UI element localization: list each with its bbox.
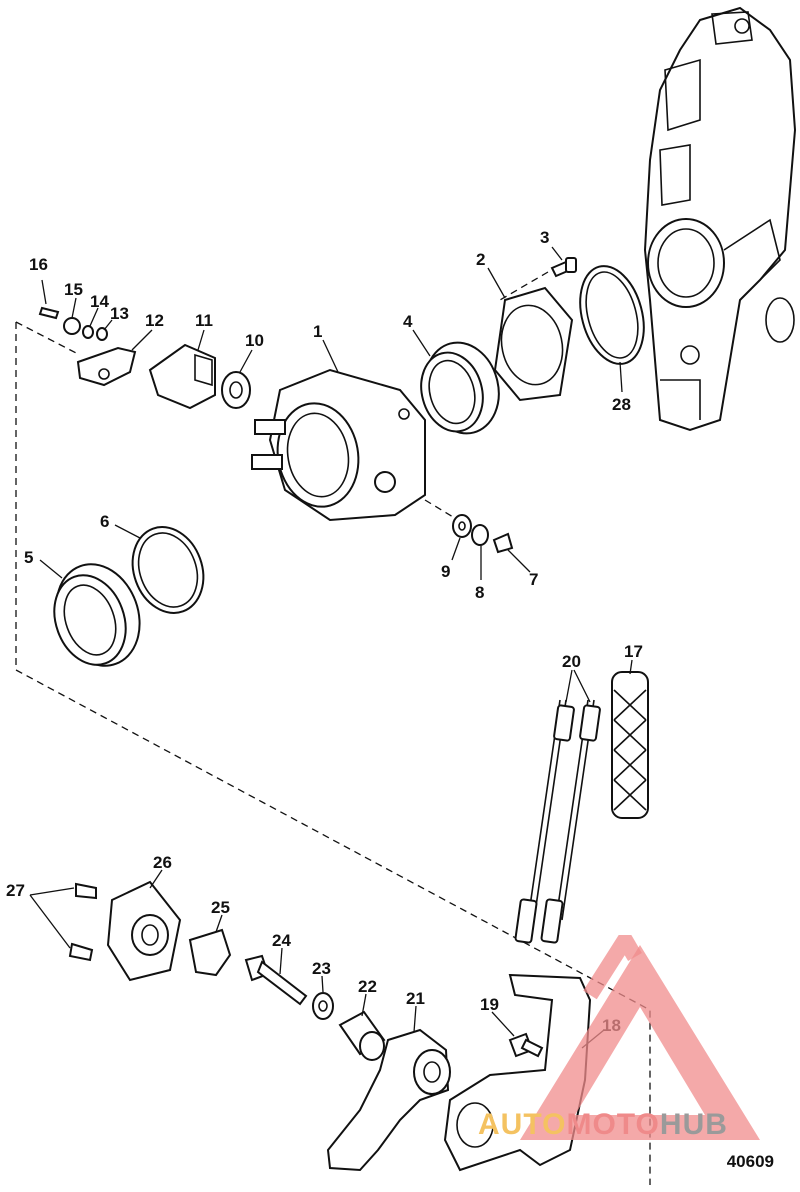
parts-13-16-hardware — [15, 279, 113, 356]
part-12-lever — [76, 329, 153, 387]
callout-20: 20 — [562, 652, 581, 671]
callout-8: 8 — [475, 583, 484, 602]
part-21-throttle-lever — [326, 1005, 451, 1172]
callout-13: 13 — [110, 304, 129, 323]
callout-25: 25 — [211, 898, 230, 917]
callout-2: 2 — [476, 250, 485, 269]
callout-19: 19 — [480, 995, 499, 1014]
callout-21: 21 — [406, 989, 425, 1008]
callout-24: 24 — [272, 931, 291, 950]
part-17-sleeve — [611, 659, 649, 819]
intake-manifold — [643, 6, 797, 432]
callout-22: 22 — [358, 977, 377, 996]
callout-28: 28 — [612, 395, 631, 414]
parts-7-9-fasteners — [451, 514, 531, 580]
callout-4: 4 — [403, 312, 413, 331]
watermark-text-part2: MOTO — [566, 1108, 660, 1141]
callout-3: 3 — [540, 228, 549, 247]
part-26-sensor — [106, 869, 182, 982]
part-25-coupler — [188, 914, 232, 977]
part-22-spacer — [338, 993, 386, 1061]
callout-12: 12 — [145, 311, 164, 330]
part-6-clamp — [114, 524, 205, 614]
part-5-boot — [39, 559, 141, 667]
part-19-bolt — [491, 1011, 544, 1058]
callout-6: 6 — [100, 512, 109, 531]
part-24-bolt — [244, 947, 308, 1006]
watermark-text: AUTOMOTOHUB — [478, 1108, 728, 1142]
part-20-hoses — [514, 669, 601, 944]
part-23-washer — [312, 975, 334, 1020]
part-11-throttle-cam — [148, 329, 216, 410]
part-2-gasket — [487, 267, 574, 402]
callout-11: 11 — [195, 311, 213, 330]
part-1-throttle-body — [251, 339, 459, 522]
callout-10: 10 — [245, 331, 264, 350]
callout-7: 7 — [529, 570, 538, 589]
part-3-screw — [499, 246, 577, 301]
part-4-adapter — [412, 329, 500, 435]
callout-5: 5 — [24, 548, 33, 567]
watermark-text-part3: HUB — [659, 1108, 728, 1141]
callout-27: 27 — [6, 881, 25, 900]
callout-9: 9 — [441, 562, 450, 581]
part-10-washer — [221, 349, 253, 409]
part-27-bolts — [29, 882, 97, 962]
part-28-clamp — [579, 265, 645, 393]
callout-23: 23 — [312, 959, 331, 978]
diagram-number: 40609 — [726, 1152, 774, 1171]
watermark-text-part1: AUTO — [478, 1108, 567, 1141]
watermark-logo-icon — [520, 935, 760, 1140]
callout-14: 14 — [90, 292, 109, 311]
callout-26: 26 — [153, 853, 172, 872]
callout-16: 16 — [29, 255, 48, 274]
callout-15: 15 — [64, 280, 83, 299]
callout-1: 1 — [313, 322, 322, 341]
callout-17: 17 — [624, 642, 643, 661]
assembly-dash-line — [15, 322, 651, 1185]
